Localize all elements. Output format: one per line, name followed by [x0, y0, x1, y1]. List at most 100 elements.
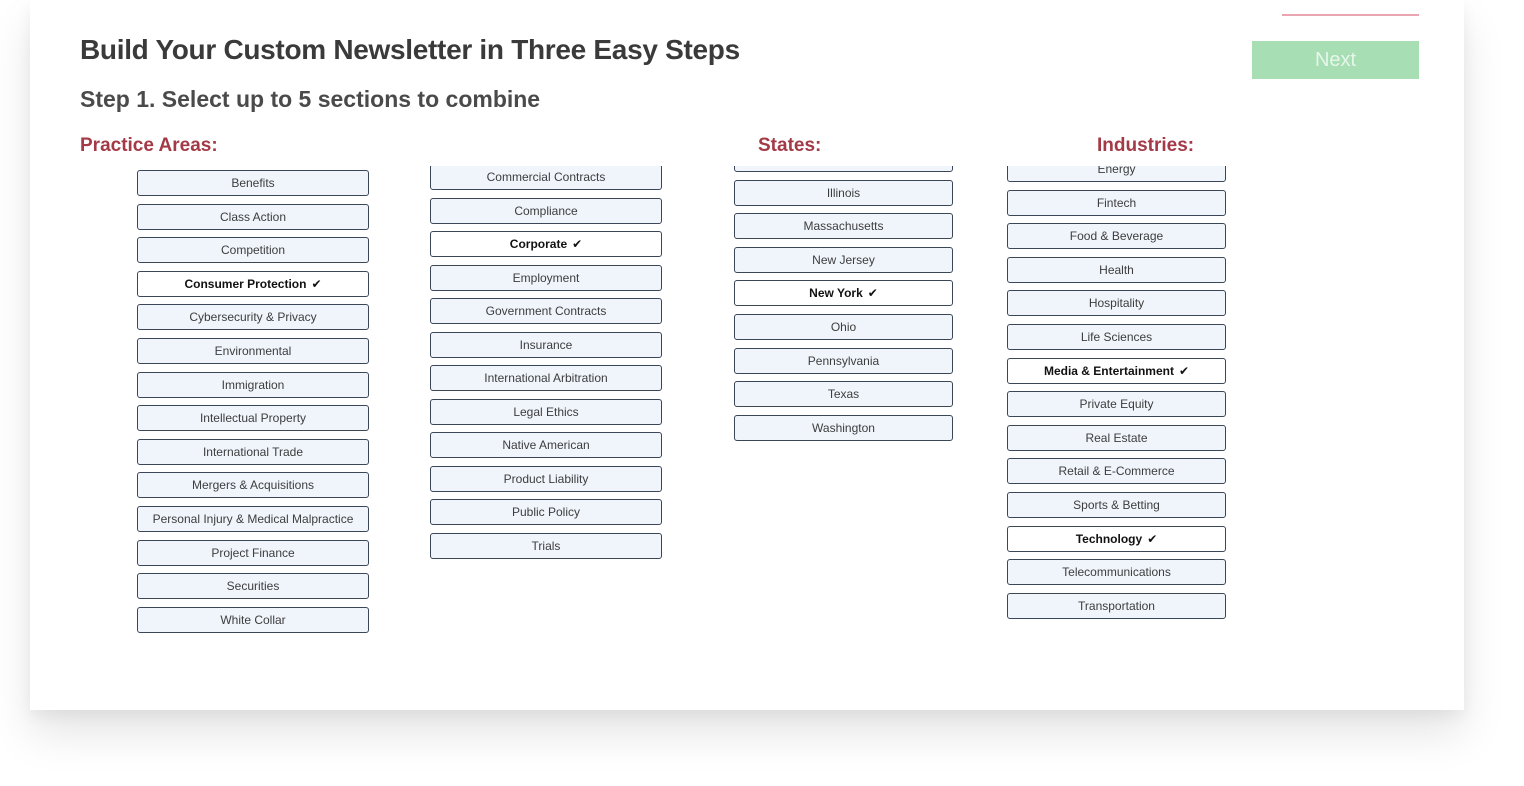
checkmark-icon: ✔: [867, 286, 878, 301]
option-private-equity[interactable]: Private Equity: [1007, 391, 1226, 418]
option-label: Product Liability: [503, 471, 589, 486]
option-competition[interactable]: Competition: [137, 237, 369, 264]
option-media-and-entertainment[interactable]: Media & Entertainment ✔: [1007, 357, 1226, 384]
option-new-york[interactable]: New York ✔: [734, 280, 953, 307]
option-label: New Jersey: [812, 252, 875, 267]
option-intellectual-property[interactable]: Intellectual Property: [137, 405, 369, 432]
option-benefits[interactable]: Benefits: [137, 170, 369, 196]
option-hospitality[interactable]: Hospitality: [1007, 290, 1226, 317]
option-real-estate[interactable]: Real Estate: [1007, 424, 1226, 451]
option-label: Public Policy: [511, 505, 581, 519]
option-washington[interactable]: Washington: [734, 414, 953, 441]
option-label: Food & Beverage: [1069, 229, 1164, 244]
option-international-arbitration[interactable]: International Arbitration: [430, 365, 662, 391]
option-label: Life Sciences: [1080, 330, 1153, 344]
option-texas[interactable]: Texas: [734, 381, 953, 408]
option-label: Compliance: [514, 203, 578, 218]
option-international-trade[interactable]: International Trade: [137, 438, 369, 465]
option-label: Pennsylvania: [807, 353, 880, 368]
option-ohio[interactable]: Ohio: [734, 314, 953, 340]
option-label: Trials: [531, 538, 561, 553]
option-label: Mergers & Acquisitions: [191, 478, 315, 493]
option-compliance[interactable]: Compliance: [430, 197, 662, 224]
option-new-jersey[interactable]: New Jersey: [734, 246, 953, 273]
option-label: Massachusetts: [803, 219, 884, 234]
option-label: Media & Entertainment: [1043, 363, 1174, 378]
industries-heading: Industries:: [1097, 135, 1195, 156]
option-label: Consumer Protection: [184, 276, 307, 291]
option-mergers-and-acquisitions[interactable]: Mergers & Acquisitions: [137, 472, 369, 499]
option-life-sciences[interactable]: Life Sciences: [1007, 324, 1226, 350]
option-insurance[interactable]: Insurance: [430, 331, 662, 358]
option-label: Retail & E-Commerce: [1058, 464, 1175, 479]
option-securities[interactable]: Securities: [137, 573, 369, 600]
option-trials[interactable]: Trials: [430, 532, 662, 559]
option-project-finance[interactable]: Project Finance: [137, 539, 369, 566]
states-heading: States:: [758, 135, 822, 156]
option-clipped[interactable]: [734, 166, 953, 172]
option-label: Energy: [1097, 166, 1136, 176]
next-button[interactable]: Next: [1252, 41, 1419, 79]
option-legal-ethics[interactable]: Legal Ethics: [430, 398, 662, 425]
option-label: Project Finance: [211, 545, 295, 560]
option-food-and-beverage[interactable]: Food & Beverage: [1007, 223, 1226, 250]
option-energy[interactable]: Energy: [1007, 166, 1226, 182]
option-label: Securities: [226, 579, 280, 594]
option-consumer-protection[interactable]: Consumer Protection ✔: [137, 270, 369, 297]
option-immigration[interactable]: Immigration: [137, 371, 369, 398]
option-commercial-contracts[interactable]: Commercial Contracts: [430, 166, 662, 190]
option-label: Employment: [512, 270, 580, 285]
option-pennsylvania[interactable]: Pennsylvania: [734, 347, 953, 374]
option-label: Illinois: [826, 185, 861, 200]
option-health[interactable]: Health: [1007, 256, 1226, 283]
option-environmental[interactable]: Environmental: [137, 338, 369, 364]
option-label: Government Contracts: [485, 304, 607, 318]
option-label: White Collar: [220, 612, 286, 627]
option-corporate[interactable]: Corporate✔: [430, 231, 662, 257]
option-label: Texas: [827, 387, 860, 402]
option-white-collar[interactable]: White Collar: [137, 606, 369, 633]
option-label: Cybersecurity & Privacy: [189, 310, 317, 325]
option-illinois[interactable]: Illinois: [734, 179, 953, 206]
option-label: Immigration: [221, 377, 285, 392]
option-sports-and-betting[interactable]: Sports & Betting: [1007, 492, 1226, 518]
checkmark-icon: ✔: [1178, 363, 1190, 378]
option-retail-and-e-commerce[interactable]: Retail & E-Commerce: [1007, 458, 1226, 485]
option-label: Environmental: [214, 344, 292, 358]
option-label: Competition: [220, 243, 286, 258]
option-label: Telecommunications: [1062, 565, 1171, 580]
option-cybersecurity-and-privacy[interactable]: Cybersecurity & Privacy: [137, 304, 369, 331]
option-label: Personal Injury & Medical Malpractice: [152, 512, 354, 526]
checkmark-icon: ✔: [572, 237, 583, 251]
top-accent-line: [1282, 14, 1419, 16]
checkmark-icon: ✔: [1147, 531, 1158, 546]
option-government-contracts[interactable]: Government Contracts: [430, 298, 662, 324]
option-native-american[interactable]: Native American: [430, 432, 662, 458]
option-label: Real Estate: [1085, 430, 1148, 445]
option-telecommunications[interactable]: Telecommunications: [1007, 559, 1226, 586]
option-label: Commercial Contracts: [486, 170, 606, 184]
option-label: Benefits: [231, 176, 275, 190]
option-class-action[interactable]: Class Action: [137, 203, 369, 230]
option-product-liability[interactable]: Product Liability: [430, 465, 662, 492]
option-massachusetts[interactable]: Massachusetts: [734, 213, 953, 240]
option-label: Transportation: [1078, 598, 1155, 613]
option-label: Class Action: [219, 209, 287, 224]
option-label: International Trade: [202, 444, 304, 459]
option-public-policy[interactable]: Public Policy: [430, 499, 662, 525]
option-label: International Arbitration: [484, 371, 608, 385]
checkmark-icon: ✔: [311, 276, 322, 291]
option-personal-injury-and-medical-malpractice[interactable]: Personal Injury & Medical Malpractice: [137, 506, 369, 532]
option-label: Fintech: [1096, 195, 1137, 210]
option-employment[interactable]: Employment: [430, 264, 662, 291]
option-label: Private Equity: [1079, 397, 1154, 412]
option-label: New York: [809, 286, 863, 301]
option-transportation[interactable]: Transportation: [1007, 592, 1226, 619]
option-label: Technology: [1075, 531, 1143, 546]
option-technology[interactable]: Technology ✔: [1007, 525, 1226, 552]
option-fintech[interactable]: Fintech: [1007, 189, 1226, 216]
